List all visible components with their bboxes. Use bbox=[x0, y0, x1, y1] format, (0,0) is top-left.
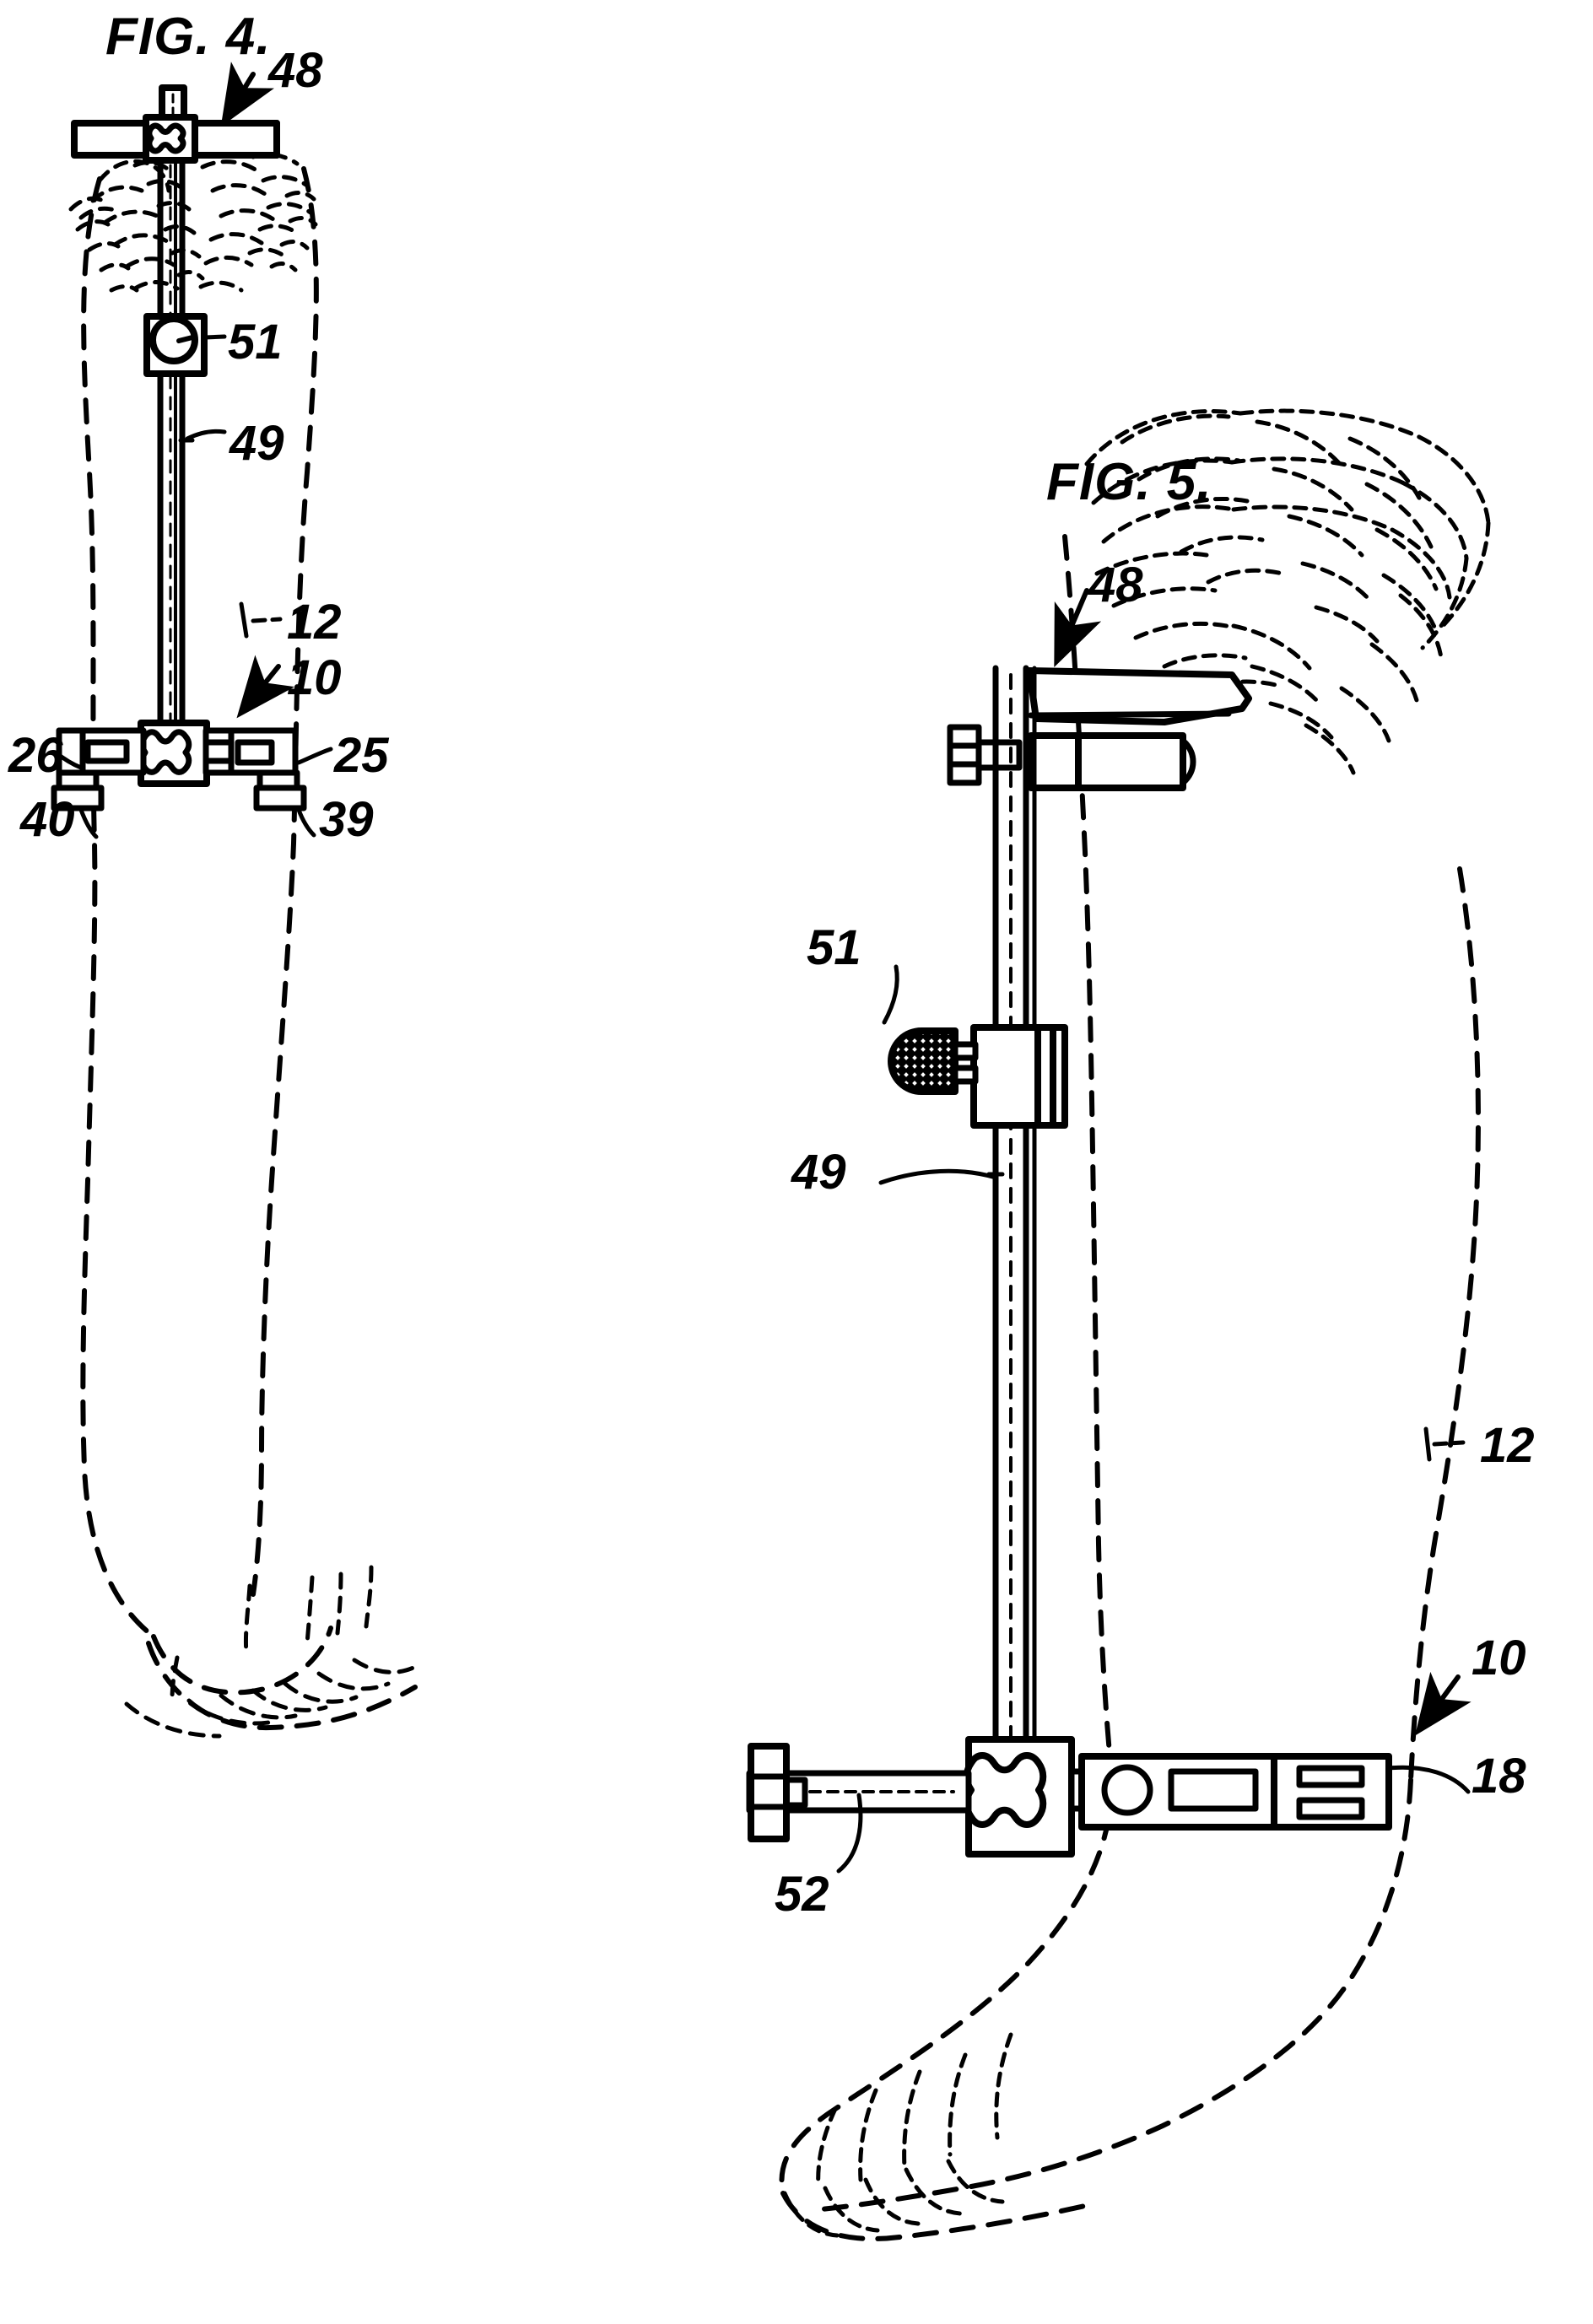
fig5-knee-tissue bbox=[1084, 408, 1491, 775]
fig4-right-pin-holder-25 bbox=[253, 769, 307, 812]
fig4-ref-12: 12 bbox=[287, 595, 342, 650]
fig4-ref-40: 40 bbox=[20, 792, 75, 847]
fig4-ref-25: 25 bbox=[334, 728, 389, 783]
fig4-left-pin-holder-26 bbox=[51, 769, 105, 812]
fig5-knurled-knob-51[interactable] bbox=[888, 1027, 979, 1095]
fig4-limb-phantom bbox=[80, 166, 418, 1731]
fig4-ref-51: 51 bbox=[228, 315, 283, 369]
fig4-right-arm bbox=[202, 727, 299, 776]
fig5-right-arm-18 bbox=[1068, 1753, 1392, 1831]
figure-4-drawing bbox=[51, 62, 421, 1739]
fig4-left-arm bbox=[56, 727, 147, 776]
fig5-left-rod-52 bbox=[746, 1743, 972, 1842]
fig4-foot-toes bbox=[124, 1565, 421, 1739]
fig5-foot-toes bbox=[782, 2032, 1013, 2238]
fig5-ref-18: 18 bbox=[1472, 1749, 1526, 1804]
figure-5-drawing bbox=[746, 408, 1491, 2241]
fig4-ref-26: 26 bbox=[8, 728, 63, 783]
fig5-ref-49: 49 bbox=[791, 1145, 846, 1200]
figure-4-title: FIG. 4. bbox=[105, 8, 272, 66]
fig5-limb-phantom bbox=[779, 534, 1481, 2241]
fig5-top-bolt bbox=[947, 724, 1023, 786]
fig4-ref-39: 39 bbox=[319, 792, 374, 847]
fig5-ref-52: 52 bbox=[775, 1867, 829, 1922]
fig4-ref-10: 10 bbox=[287, 650, 342, 705]
fig4-ref-48: 48 bbox=[268, 43, 323, 98]
fig5-ref-10: 10 bbox=[1472, 1631, 1526, 1685]
fig4-thigh-tissue bbox=[68, 152, 318, 293]
fig5-ref-51: 51 bbox=[807, 920, 861, 975]
fig5-top-crossbar-48 bbox=[1026, 667, 1252, 791]
fig4-mid-clamp-51 bbox=[143, 313, 208, 377]
fig5-vertical-rod-49 bbox=[992, 665, 1037, 1842]
fig5-ref-48: 48 bbox=[1088, 558, 1143, 612]
fig4-ref-49: 49 bbox=[230, 416, 284, 471]
fig5-mid-clamp-51 bbox=[970, 1024, 1068, 1129]
fig4-top-cruciform-hole bbox=[146, 122, 186, 154]
fig5-ref-12: 12 bbox=[1480, 1418, 1535, 1473]
